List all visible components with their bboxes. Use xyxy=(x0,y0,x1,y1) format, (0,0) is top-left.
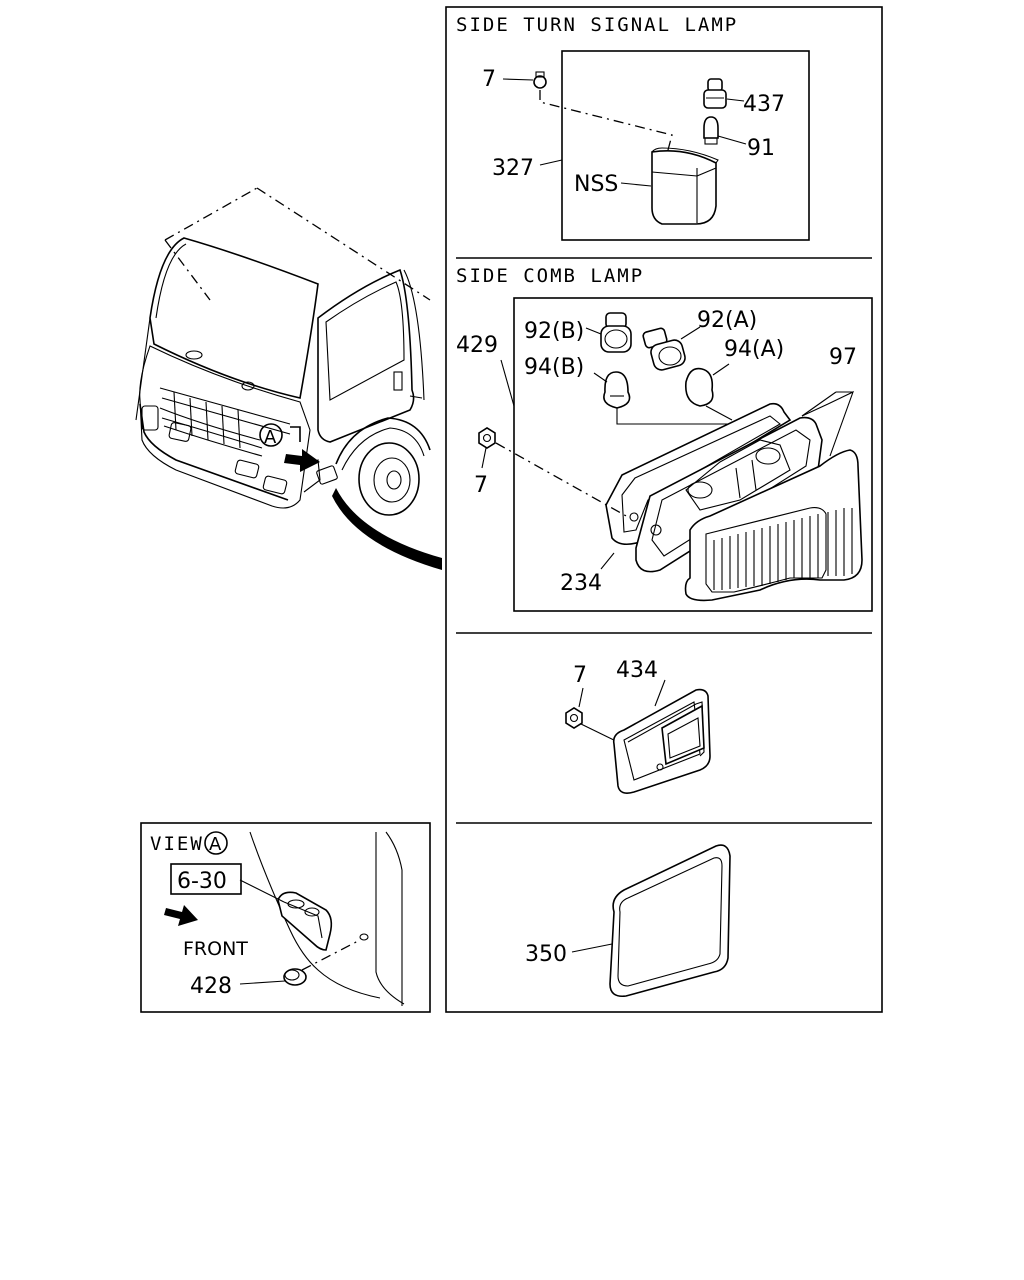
lamp-assembly-box-327 xyxy=(561,50,810,241)
comb-lamp-housing-icon xyxy=(605,402,823,573)
view-a-title-marker xyxy=(204,831,228,855)
view-a-marker-letter: A xyxy=(264,427,277,448)
bulb-91-icon xyxy=(703,116,719,145)
comb-lamp-assembly-box-429 xyxy=(513,297,873,612)
label-92a: 92(A) xyxy=(697,308,757,333)
screw-7-icon xyxy=(533,71,547,89)
section-title-side-turn-signal-lamp: SIDE TURN SIGNAL LAMP xyxy=(456,14,738,36)
section-reflector: 350 xyxy=(525,844,731,998)
label-nss: NSS xyxy=(574,172,618,197)
section-side-turn-signal-lamp: SIDE TURN SIGNAL LAMP 7 437 91 xyxy=(456,14,810,241)
reflector-350-icon xyxy=(609,844,731,998)
label-94a: 94(A) xyxy=(724,337,784,362)
view-a-frame xyxy=(140,822,431,1013)
nut-7-icon xyxy=(478,427,496,449)
label-7-comb: 7 xyxy=(474,473,488,498)
section-marker-lamp: 7 434 xyxy=(565,658,711,794)
right-panel-frame xyxy=(445,6,883,1013)
label-437: 437 xyxy=(743,92,785,117)
label-350: 350 xyxy=(525,942,567,967)
bulb-94a-icon xyxy=(684,367,714,407)
view-a-inset: VIEW A 6-30 FRONT 428 xyxy=(140,822,431,1013)
view-a-title: VIEW xyxy=(150,833,204,855)
marker-lamp-434-icon xyxy=(612,688,711,794)
nut-7-marker-icon xyxy=(565,707,583,729)
view-a-title-letter: A xyxy=(209,834,222,855)
view-a-marker xyxy=(259,423,283,447)
ref-box-6-30 xyxy=(170,863,242,895)
ref-box-text: 6-30 xyxy=(177,869,227,894)
truck-cab-illustration: A xyxy=(135,187,442,570)
socket-92b-icon xyxy=(600,312,632,353)
section-title-side-comb-lamp: SIDE COMB LAMP xyxy=(456,265,644,287)
front-label: FRONT xyxy=(183,938,248,960)
plug-428-icon xyxy=(283,968,307,986)
section-side-comb-lamp: SIDE COMB LAMP 92(B) 92(A) 94(B) xyxy=(456,265,873,612)
swoosh-band xyxy=(332,488,442,570)
socket-92a-icon xyxy=(642,327,686,371)
label-428: 428 xyxy=(190,974,232,999)
label-234: 234 xyxy=(560,571,602,596)
label-7: 7 xyxy=(482,67,496,92)
bulb-94b-icon xyxy=(603,371,631,409)
lens-grille-lines xyxy=(713,508,853,590)
label-92b: 92(B) xyxy=(524,319,584,344)
label-434: 434 xyxy=(616,658,658,683)
arrow-to-lamp-icon xyxy=(284,449,320,472)
label-7-marker: 7 xyxy=(573,663,587,688)
label-97: 97 xyxy=(829,345,857,370)
label-94b: 94(B) xyxy=(524,355,584,380)
label-91: 91 xyxy=(747,136,775,161)
comb-lamp-lens-icon xyxy=(684,449,863,602)
label-429: 429 xyxy=(456,333,498,358)
label-327: 327 xyxy=(492,156,534,181)
side-turn-lens-icon xyxy=(651,147,719,225)
front-arrow-icon xyxy=(164,905,198,926)
socket-437-icon xyxy=(703,78,727,109)
